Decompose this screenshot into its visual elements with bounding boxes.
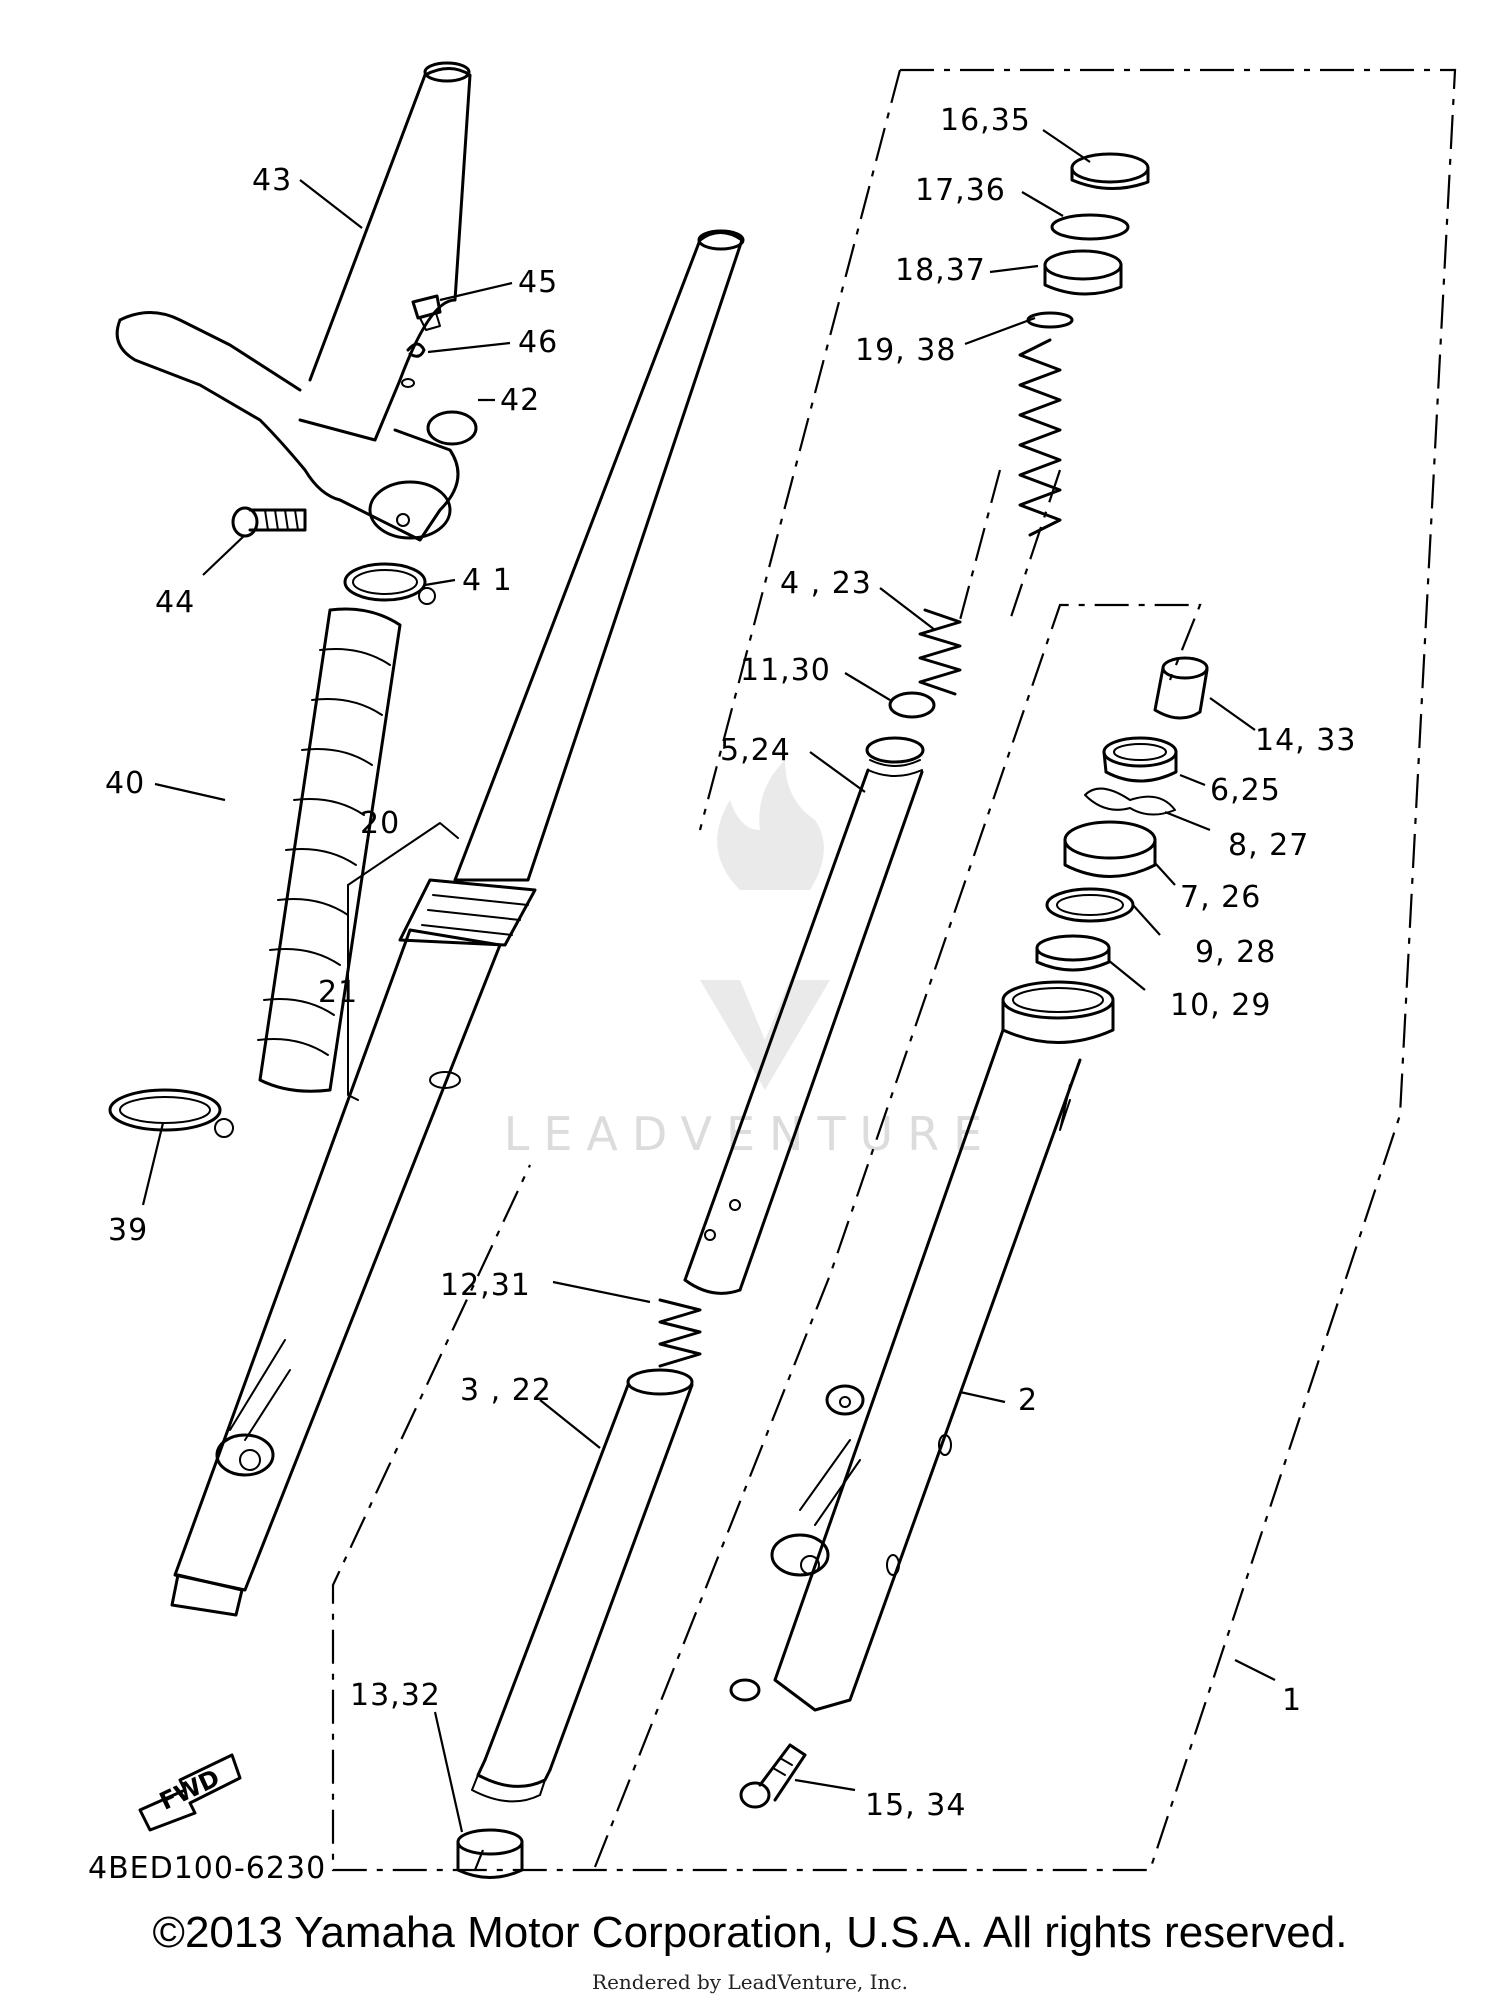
left-fork-tube [170, 229, 745, 1617]
callout-21: 21 [318, 975, 358, 1010]
callout-3-22: 3 , 22 [460, 1373, 552, 1408]
rendered-by-notice: Rendered by LeadVenture, Inc. [592, 1970, 908, 1994]
oring-19-icon [1026, 311, 1074, 329]
bolt-15-icon [739, 1743, 807, 1809]
piston-ring-11-icon [888, 691, 936, 719]
inner-tube-3 [471, 1368, 694, 1803]
callout-13-32: 13,32 [350, 1678, 441, 1713]
bracket-21-line [347, 884, 359, 1101]
washer-46-icon [406, 342, 426, 358]
spring-seat-18-icon [1043, 249, 1123, 296]
callout-19-38: 19, 38 [855, 333, 956, 368]
bracket-20-21 [347, 822, 459, 886]
callout-20: 20 [360, 806, 400, 841]
fork-outline-inner [593, 603, 1202, 1868]
callout-8-27: 8, 27 [1228, 828, 1309, 863]
callout-1: 1 [1282, 1683, 1302, 1718]
fork-boot-40 [257, 607, 402, 1093]
washer-9-icon [1045, 887, 1135, 923]
callout-39: 39 [108, 1213, 148, 1248]
bush-10-icon [1035, 934, 1111, 972]
oring-42-icon [426, 410, 478, 446]
callout-14-33: 14, 33 [1255, 723, 1356, 758]
leadventure-watermark: LEADVENTURE [504, 760, 997, 1161]
callout-6-25: 6,25 [1210, 773, 1281, 808]
callout-10-29: 10, 29 [1170, 988, 1271, 1023]
assembly-outline-1-inner [698, 69, 902, 831]
fwd-arrow-icon: FWD [138, 1753, 242, 1832]
callout-41: 4 1 [462, 563, 513, 598]
callout-17-36: 17,36 [915, 173, 1006, 208]
clamp-39-icon [108, 1088, 234, 1138]
dust-seal-6-icon [1102, 736, 1178, 783]
bolt-44-icon [231, 506, 307, 538]
bush-14-icon [1153, 656, 1209, 720]
callout-46: 46 [518, 325, 558, 360]
fork-cap-16-icon [1070, 152, 1150, 191]
oil-seal-7-icon [1063, 820, 1157, 878]
callout-40: 40 [105, 766, 145, 801]
copyright-notice: ©2013 Yamaha Motor Corporation, U.S.A. A… [152, 1908, 1348, 1957]
callout-7-26: 7, 26 [1180, 880, 1261, 915]
callout-2: 2 [1018, 1383, 1038, 1418]
callout-44: 44 [155, 585, 195, 620]
watermark-text: LEADVENTURE [504, 1107, 997, 1161]
clamp-41-icon [343, 562, 436, 605]
assembly-outline-1 [331, 68, 1457, 1872]
diagram-code: 4BED100-6230 [88, 1851, 326, 1886]
circlip-17-icon [1050, 213, 1130, 241]
callout-labels: 43 45 46 42 44 4 1 40 20 21 39 16,35 17,… [88, 103, 1356, 1886]
fork-spring-icon [958, 338, 1062, 621]
callout-45: 45 [518, 265, 558, 300]
fwd-label: FWD [155, 1764, 224, 1816]
callout-5-24: 5,24 [720, 733, 791, 768]
spring-4-icon [918, 608, 962, 696]
callout-11-30: 11,30 [740, 653, 831, 688]
callout-15-34: 15, 34 [865, 1788, 966, 1823]
callout-16-35: 16,35 [940, 103, 1031, 138]
collar-13-icon [456, 1828, 524, 1879]
callout-4-23: 4 , 23 [780, 566, 872, 601]
callout-42: 42 [500, 383, 540, 418]
callout-43: 43 [252, 163, 292, 198]
spring-12-icon [658, 1298, 702, 1368]
steering-stem [115, 61, 472, 542]
outer-tube-2 [729, 980, 1115, 1712]
leader-lines [141, 129, 1276, 1833]
callout-9-28: 9, 28 [1195, 935, 1276, 970]
callout-12-31: 12,31 [440, 1268, 531, 1303]
clip-8-icon [1084, 787, 1176, 816]
damper-rod-5 [683, 736, 925, 1295]
callout-18-37: 18,37 [895, 253, 986, 288]
bolt-45-icon [411, 294, 442, 331]
oring-42-small-icon [401, 378, 415, 388]
